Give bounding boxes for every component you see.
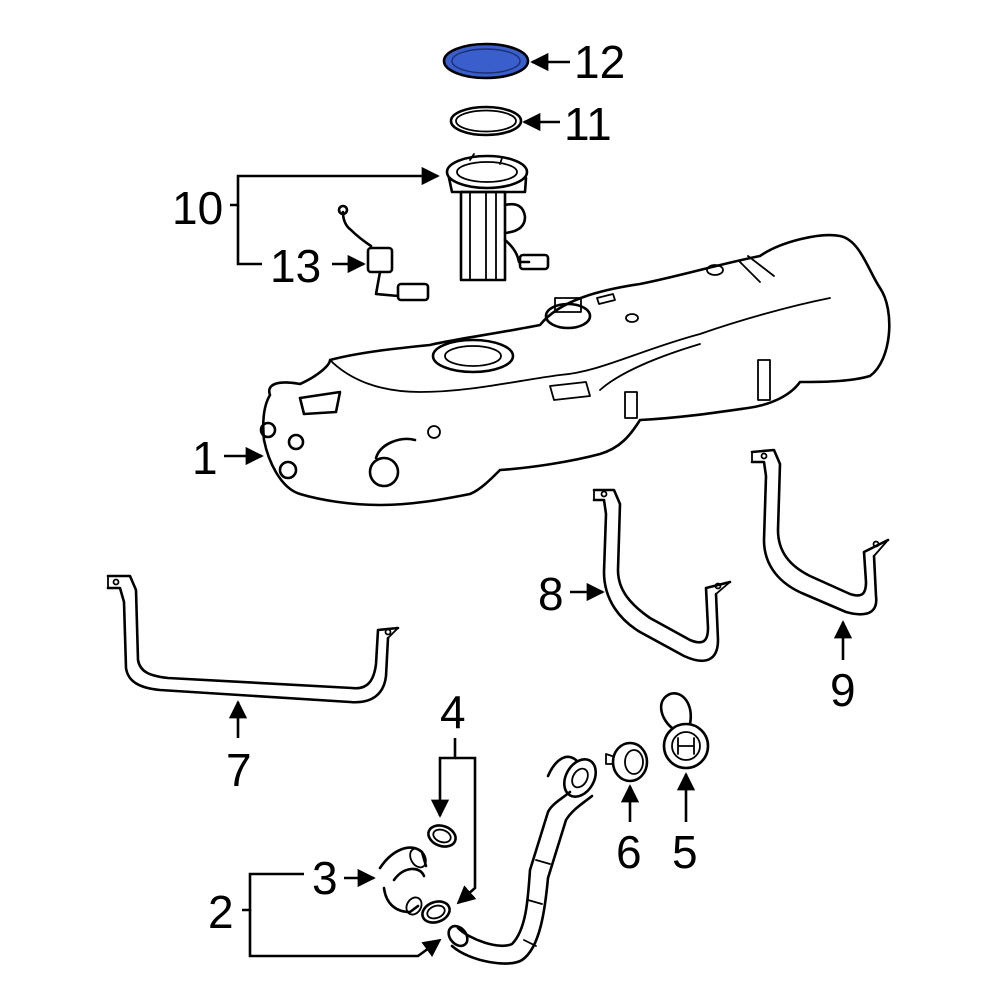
part-11-seal[interactable] bbox=[449, 105, 523, 137]
callout-4[interactable]: 4 bbox=[440, 686, 466, 738]
callout-5[interactable]: 5 bbox=[672, 826, 698, 878]
part-13-fuel-level-sensor[interactable] bbox=[337, 204, 430, 302]
part-1-fuel-tank[interactable] bbox=[259, 233, 891, 507]
callout-9[interactable]: 9 bbox=[830, 664, 856, 716]
callout-labels: 12 11 10 13 1 8 9 7 4 6 5 3 2 bbox=[172, 36, 856, 938]
part-12-lock-ring[interactable] bbox=[442, 42, 530, 80]
callout-7[interactable]: 7 bbox=[226, 744, 252, 796]
part-8-tank-strap[interactable] bbox=[592, 488, 732, 662]
callout-8[interactable]: 8 bbox=[538, 568, 564, 620]
callout-11[interactable]: 11 bbox=[564, 98, 612, 150]
part-4-hose-clamps[interactable] bbox=[419, 822, 458, 926]
part-5-fuel-cap[interactable] bbox=[659, 692, 710, 770]
callout-6[interactable]: 6 bbox=[616, 826, 642, 878]
part-3-hose[interactable] bbox=[378, 846, 429, 917]
part-6-cap-ring[interactable] bbox=[605, 741, 649, 783]
part-9-tank-strap[interactable] bbox=[750, 448, 890, 616]
callout-13[interactable]: 13 bbox=[270, 240, 321, 292]
callout-12[interactable]: 12 bbox=[574, 36, 625, 88]
part-2-filler-pipe[interactable] bbox=[445, 754, 602, 965]
part-7-tank-strap[interactable] bbox=[106, 574, 400, 704]
leader-lines bbox=[224, 52, 853, 958]
callout-10[interactable]: 10 bbox=[172, 182, 223, 234]
part-10-fuel-pump-module[interactable] bbox=[445, 153, 550, 282]
callout-2[interactable]: 2 bbox=[208, 886, 234, 938]
callout-1[interactable]: 1 bbox=[192, 432, 218, 484]
callout-3[interactable]: 3 bbox=[312, 852, 338, 904]
